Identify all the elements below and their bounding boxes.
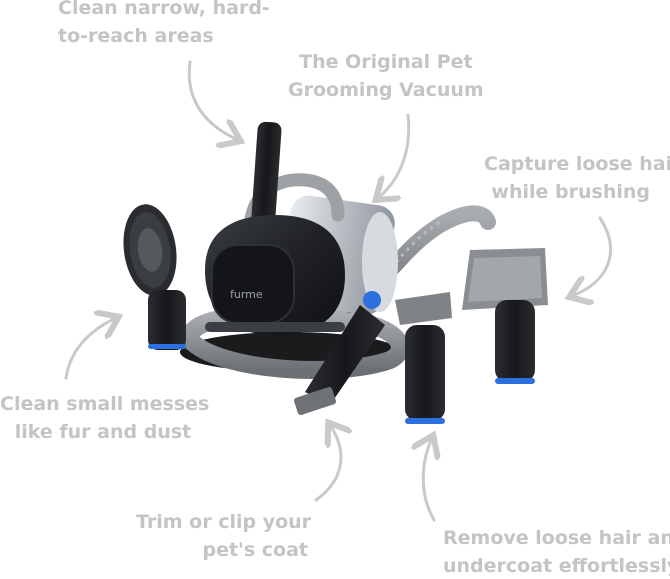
arrow-remove [423,438,434,522]
arrow-original [378,113,411,198]
vacuum-body: furme [205,215,345,335]
callout-small-messes: Clean small messes like fur and dust [0,393,210,443]
trimmer-tool [293,291,385,415]
arrow-small [64,318,116,380]
grooming-brush-tool [462,248,548,384]
callout-capture-hair: Capture loose hair while brushing [484,153,670,203]
callout-narrow-areas: Clean narrow, hard- to-reach areas [58,0,270,47]
callout-remove-undercoat: Remove loose hair and undercoat effortle… [443,527,670,577]
callout-arrows [64,60,612,522]
deshedding-tool [395,292,452,424]
arrow-narrow [187,60,238,140]
arrow-trim [314,425,341,502]
brand-logo: furme [230,288,263,301]
crevice-tool [250,121,282,241]
arrow-capture [572,216,612,296]
callout-original-vacuum: The Original Pet Grooming Vacuum [288,51,484,101]
round-brush-tool [123,204,186,350]
callout-trim-coat: Trim or clip your pet's coat [136,511,312,561]
